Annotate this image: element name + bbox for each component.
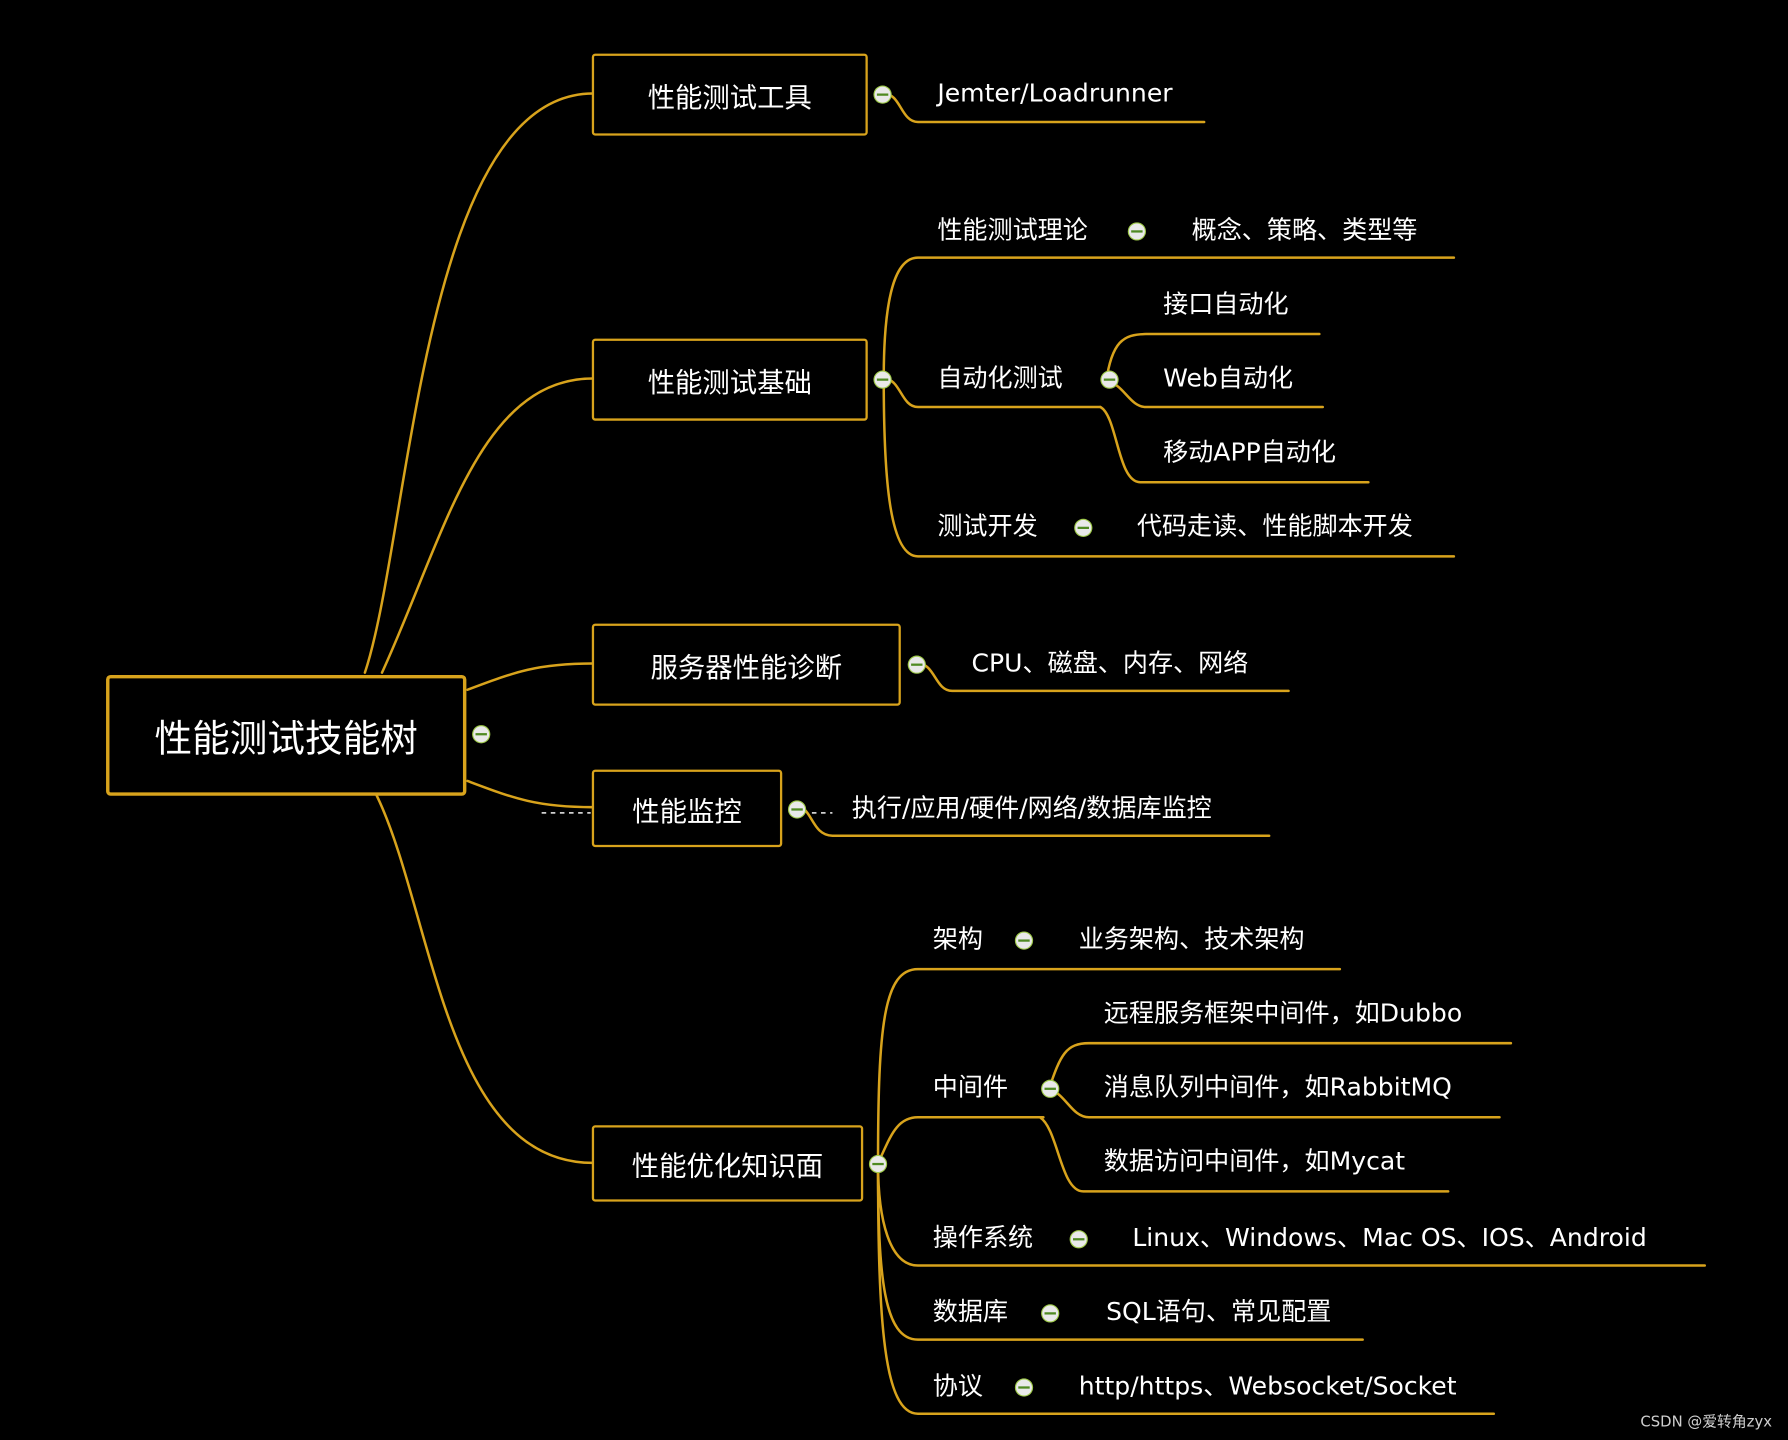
collapse-toggle-icon[interactable]	[473, 726, 490, 743]
label-automation-item-3: 移动APP自动化	[1163, 438, 1336, 468]
label-automation: 自动化测试	[937, 364, 1063, 394]
collapse-toggle-icon[interactable]	[1070, 1231, 1087, 1248]
label-monitor-child: 执行/应用/硬件/网络/数据库监控	[851, 794, 1212, 824]
label-middleware-item-3: 数据访问中间件，如Mycat	[1103, 1148, 1406, 1177]
node-optimize[interactable]: 性能优化知识面	[591, 1125, 864, 1202]
link-basics-devtest	[882, 377, 1456, 558]
label-middleware-item-1: 远程服务框架中间件，如Dubbo	[1103, 999, 1463, 1029]
link-mw-3	[1038, 1116, 1450, 1193]
link-opt-middleware	[876, 1116, 1045, 1165]
link-auto-3	[1099, 405, 1370, 484]
node-monitor[interactable]: 性能监控	[591, 769, 783, 848]
label-protocol-detail: http/https、Websocket/Socket	[1078, 1372, 1457, 1402]
label-automation-item-1: 接口自动化	[1163, 290, 1289, 320]
link-root-optimize	[375, 793, 595, 1165]
collapse-toggle-icon[interactable]	[874, 86, 891, 103]
collapse-toggle-icon[interactable]	[1101, 371, 1118, 388]
link-root-monitor	[466, 779, 595, 809]
link-opt-protocol	[876, 1161, 1496, 1415]
node-basics[interactable]: 性能测试基础	[591, 338, 868, 421]
link-basics-theory	[882, 256, 1456, 380]
label-server-child: CPU、磁盘、内存、网络	[971, 649, 1249, 679]
root-node[interactable]: 性能测试技能树	[106, 674, 467, 796]
collapse-toggle-icon[interactable]	[1075, 519, 1092, 536]
collapse-toggle-icon[interactable]	[908, 656, 925, 673]
label-middleware-item-2: 消息队列中间件，如RabbitMQ	[1103, 1073, 1452, 1103]
label-arch: 架构	[932, 925, 983, 955]
label-os: 操作系统	[932, 1224, 1034, 1253]
link-auto-1	[1104, 332, 1321, 384]
link-root-tools	[363, 92, 595, 674]
label-theory: 性能测试理论	[937, 216, 1088, 246]
node-server[interactable]: 服务器性能诊断	[591, 623, 901, 706]
label-db: 数据库	[932, 1298, 1009, 1328]
collapse-toggle-icon[interactable]	[870, 1156, 887, 1173]
label-arch-detail: 业务架构、技术架构	[1078, 925, 1305, 955]
label-os-detail: Linux、Windows、Mac OS、IOS、Android	[1132, 1224, 1647, 1253]
link-root-server	[466, 662, 595, 692]
link-opt-arch	[876, 967, 1342, 1165]
collapse-toggle-icon[interactable]	[1016, 932, 1032, 949]
label-db-detail: SQL语句、常见配置	[1106, 1298, 1332, 1328]
label-protocol: 协议	[932, 1372, 983, 1402]
label-middleware: 中间件	[932, 1073, 1009, 1103]
collapse-toggle-icon[interactable]	[1128, 223, 1145, 240]
collapse-toggle-icon[interactable]	[1042, 1305, 1059, 1322]
link-root-basics	[380, 377, 595, 674]
link-mw-1	[1047, 1041, 1513, 1091]
collapse-toggle-icon[interactable]	[874, 371, 891, 388]
label-automation-item-2: Web自动化	[1163, 364, 1294, 394]
node-tools[interactable]: 性能测试工具	[591, 53, 868, 136]
label-tools-child: Jemter/Loadrunner	[937, 79, 1173, 109]
label-devtest-detail: 代码走读、性能脚本开发	[1136, 513, 1413, 542]
collapse-toggle-icon[interactable]	[1042, 1080, 1059, 1097]
watermark-credit: CSDN @爱转角zyx	[1640, 1413, 1773, 1431]
collapse-toggle-icon[interactable]	[1016, 1379, 1032, 1396]
label-devtest: 测试开发	[937, 513, 1038, 542]
label-theory-detail: 概念、策略、类型等	[1191, 216, 1418, 246]
collapse-toggle-icon[interactable]	[789, 801, 806, 818]
